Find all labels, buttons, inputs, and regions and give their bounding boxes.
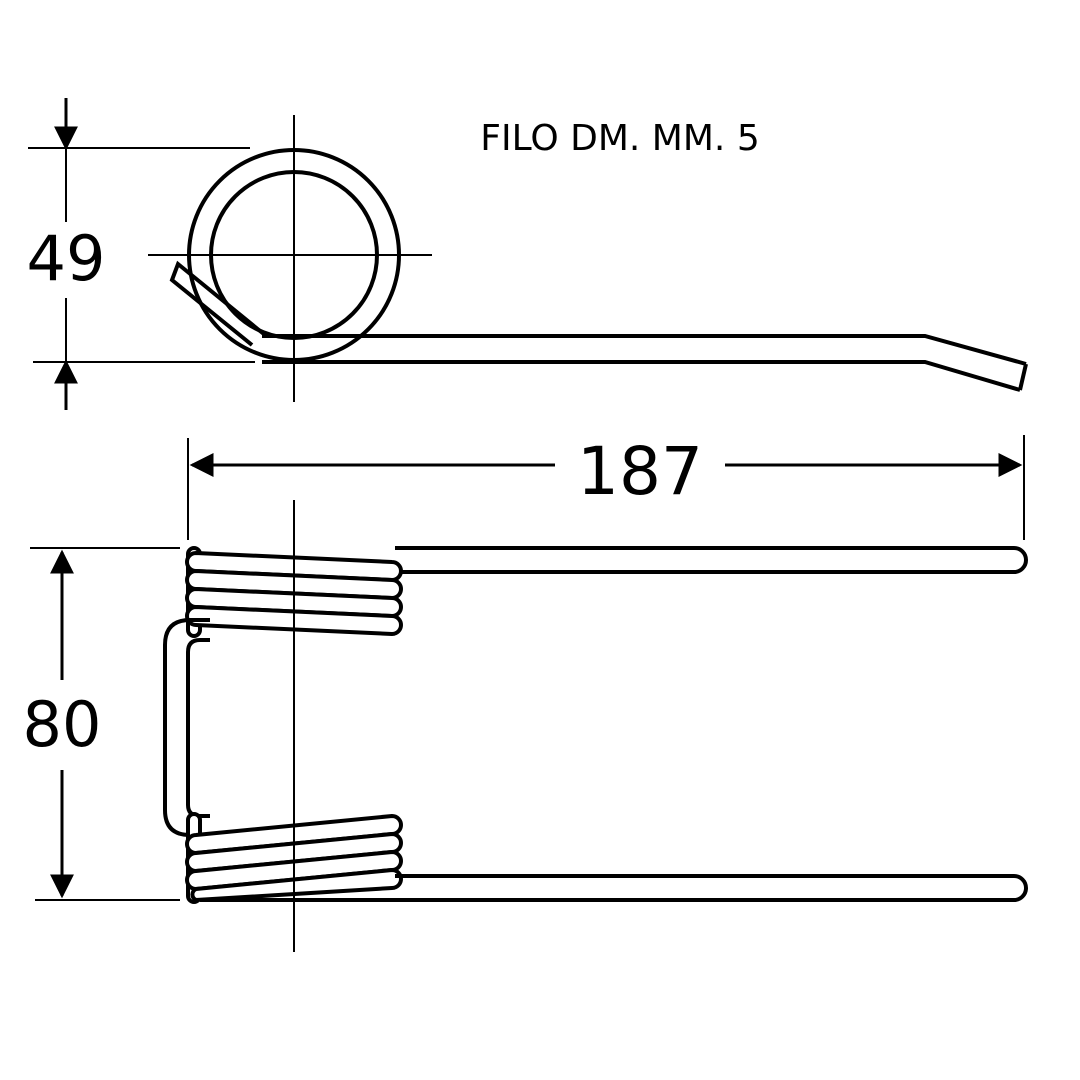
dimension-width bbox=[30, 547, 180, 901]
tine-arm-lower bbox=[262, 360, 1021, 392]
dimension-overall-length bbox=[187, 435, 1025, 540]
lower-tine bbox=[200, 874, 1028, 902]
side-view-centerlines bbox=[148, 115, 432, 402]
tine-tip-cap bbox=[1018, 363, 1028, 391]
dimension-coil-diameter bbox=[28, 98, 255, 410]
dimension-width-label: 80 bbox=[23, 688, 102, 761]
connecting-loop bbox=[163, 618, 210, 837]
coil-hook bbox=[169, 260, 267, 347]
upper-tine bbox=[395, 546, 1028, 574]
wire-diameter-note: FILO DM. MM. 5 bbox=[480, 118, 759, 159]
side-view bbox=[169, 148, 1028, 392]
tine-arm-upper bbox=[262, 334, 1027, 366]
dimension-coil-diameter-label: 49 bbox=[27, 222, 106, 295]
dimension-overall-length-label: 187 bbox=[577, 433, 703, 510]
